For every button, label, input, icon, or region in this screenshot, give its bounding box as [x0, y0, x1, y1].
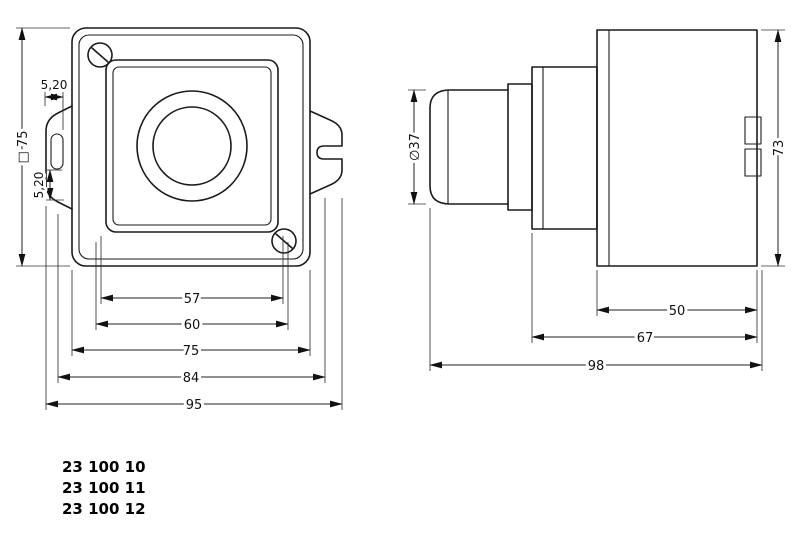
screw-top-left-slot — [91, 47, 109, 63]
screw-bottom-right — [271, 228, 297, 254]
socket-opening-outer — [136, 90, 248, 202]
screw-top-left — [87, 42, 113, 68]
right-mounting-tab — [309, 110, 343, 195]
mounting-plate-inner-edge — [78, 34, 304, 260]
dim-label-73: 73 — [772, 140, 787, 157]
left-mounting-slot — [50, 133, 64, 170]
part-number-3: 23 100 12 — [62, 500, 146, 518]
front-view-dimensions: □ 75 5,20 5,20 57 60 75 — [13, 27, 343, 416]
dim-label-95: 95 — [186, 398, 203, 413]
screw-bottom-right-slot — [275, 233, 293, 249]
dim-label-75: 75 — [183, 344, 200, 359]
dim-label-diameter-37: ∅37 — [408, 133, 423, 161]
mounting-plate-outline — [71, 27, 311, 267]
side-view-dimensions: ∅37 73 50 67 98 — [405, 29, 790, 377]
collar — [531, 66, 598, 230]
socket-face-inner-edge — [112, 66, 272, 226]
socket-face-outline — [105, 59, 279, 233]
dim-label-slot-offset: 5,20 — [32, 172, 46, 199]
housing-body — [596, 29, 758, 267]
side-view-outline — [429, 29, 762, 267]
dim-label-50: 50 — [669, 304, 686, 319]
dim-label-60: 60 — [184, 318, 201, 333]
sleeve-ring — [507, 83, 533, 211]
dim-label-57: 57 — [184, 292, 201, 307]
dim-label-84: 84 — [183, 371, 200, 386]
dim-label-67: 67 — [637, 331, 654, 346]
part-number-2: 23 100 11 — [62, 479, 146, 497]
part-number-1: 23 100 10 — [62, 458, 146, 476]
front-view-outline — [45, 27, 343, 267]
rear-latch-upper — [744, 116, 762, 145]
dim-label-98: 98 — [588, 359, 605, 374]
dim-label-slot-width: 5,20 — [41, 78, 68, 92]
dim-label-square-75: □ 75 — [16, 131, 31, 164]
socket-opening-inner — [152, 106, 232, 186]
part-number-list: 23 100 10 23 100 11 23 100 12 — [62, 458, 146, 518]
rear-latch-lower — [744, 148, 762, 177]
plug-sleeve — [429, 89, 509, 205]
